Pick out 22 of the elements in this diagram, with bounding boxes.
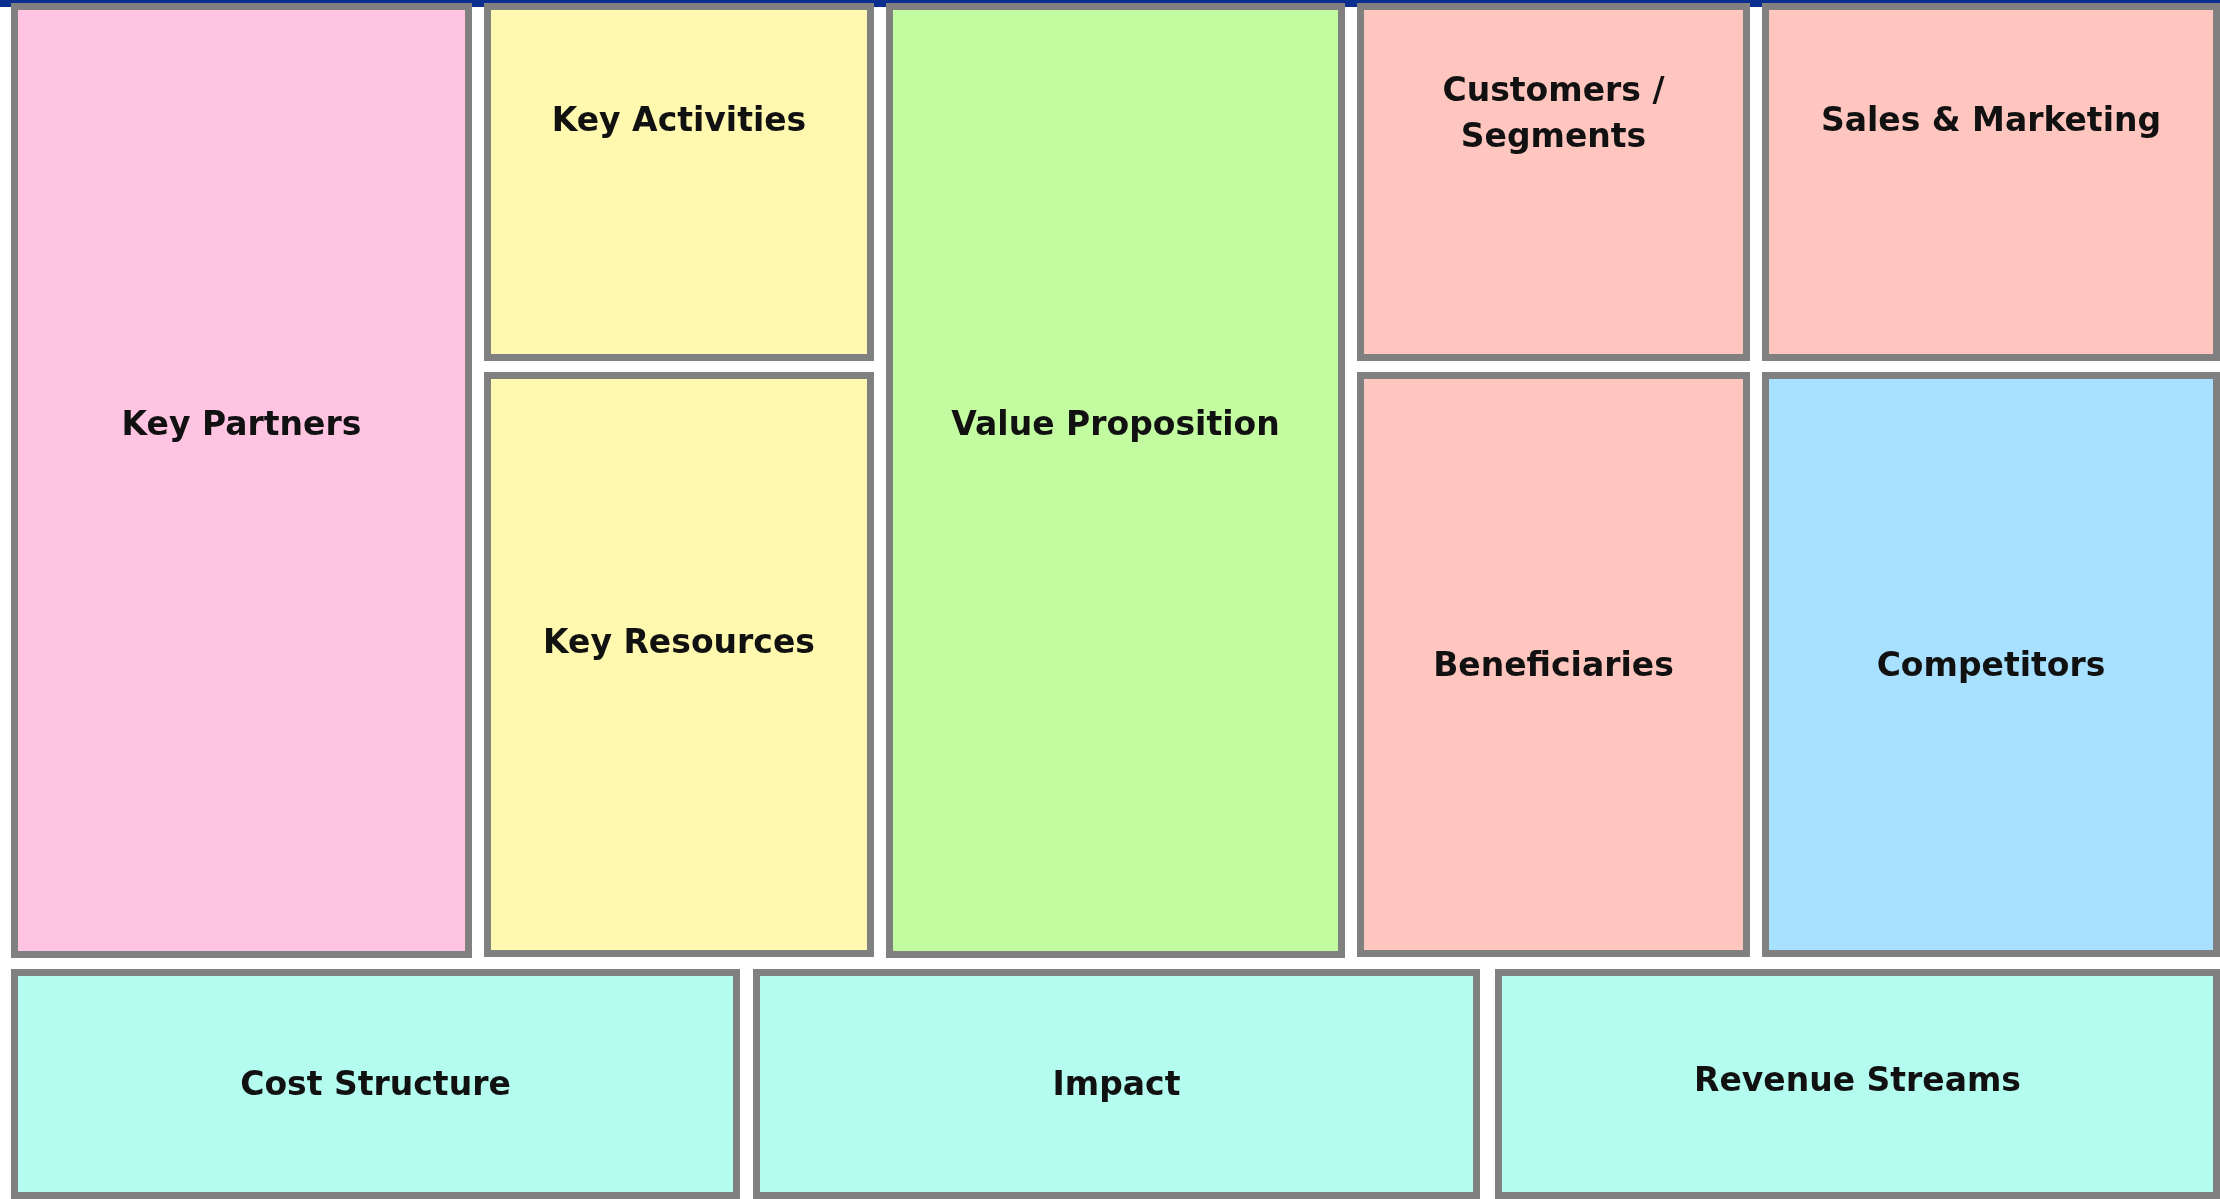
box-heading: Key Partners — [121, 402, 362, 445]
box-heading: Value Proposition — [951, 402, 1280, 445]
canvas-box — [753, 969, 1480, 1199]
box-heading: Customers / Segments — [1441, 69, 1666, 158]
box-heading: Cost Structure — [240, 1062, 511, 1105]
box-heading: Beneficiaries — [1433, 643, 1674, 686]
canvas-box — [484, 3, 874, 361]
canvas-box — [11, 969, 740, 1199]
canvas-box — [11, 3, 472, 958]
canvas-box — [1762, 372, 2220, 957]
canvas-box — [1495, 969, 2220, 1199]
canvas-box — [1762, 3, 2220, 361]
canvas-box — [1357, 3, 1750, 361]
box-heading: Key Resources — [543, 620, 815, 663]
box-heading: Key Activities — [551, 99, 807, 141]
box-heading: Competitors — [1876, 643, 2106, 686]
box-heading: Impact — [1052, 1062, 1181, 1105]
canvas-box — [886, 3, 1345, 958]
box-heading: Sales & Marketing — [1820, 99, 2162, 141]
canvas-box — [484, 372, 874, 957]
canvas-box — [1357, 372, 1750, 957]
box-heading: Revenue Streams — [1693, 1058, 2021, 1101]
